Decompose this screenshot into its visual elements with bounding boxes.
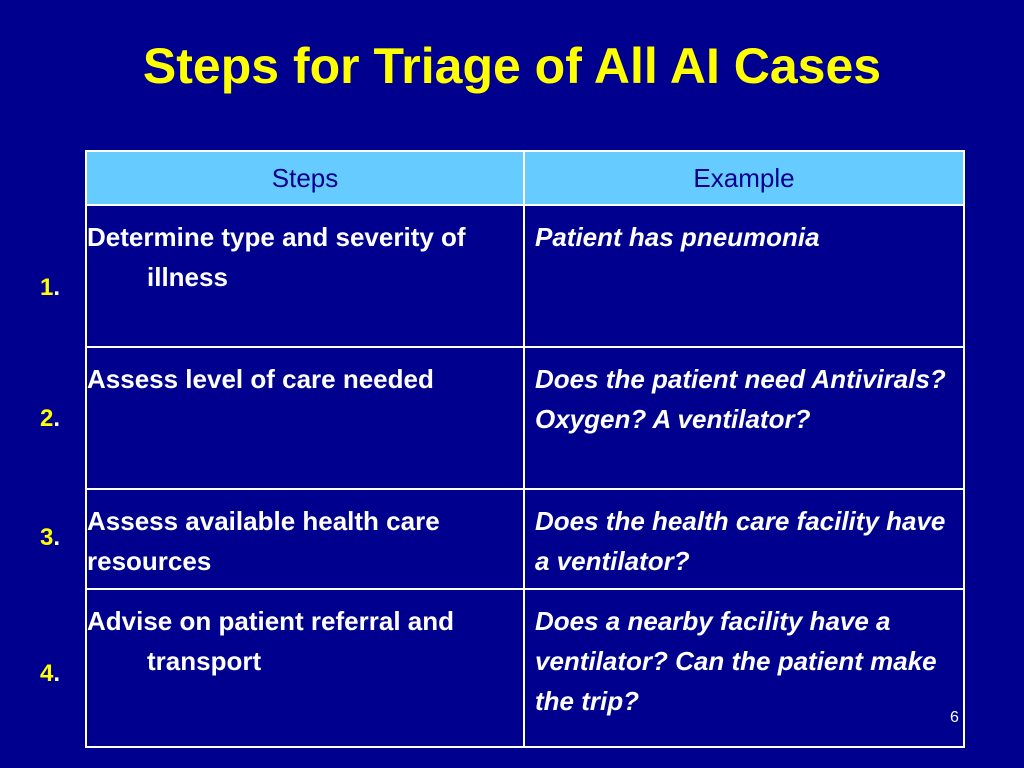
step-number-4: 4. bbox=[40, 660, 61, 687]
step-number-2: 2. bbox=[40, 405, 61, 432]
table-row: Assess available health care resources D… bbox=[87, 490, 963, 590]
step-cell: Assess available health care resources bbox=[87, 490, 525, 588]
step-number-1: 1. bbox=[40, 274, 61, 301]
header-example: Example bbox=[693, 163, 795, 193]
slide-number: 6 bbox=[950, 709, 959, 726]
example-cell: Does the patient need Antivirals? Oxygen… bbox=[535, 364, 946, 434]
triage-steps-table: Steps Example Determine type and severit… bbox=[85, 150, 965, 748]
table-row: Assess level of care needed Does the pat… bbox=[87, 348, 963, 490]
step-number-3: 3. bbox=[40, 524, 61, 551]
example-cell: Does a nearby facility have a ventilator… bbox=[535, 606, 937, 716]
table-row: Determine type and severity of illness P… bbox=[87, 206, 963, 348]
step-cell: Advise on patient referral and transport bbox=[87, 590, 525, 746]
table-header-row: Steps Example bbox=[87, 152, 963, 206]
example-cell: Does the health care facility have a ven… bbox=[535, 506, 946, 576]
step-cell: Assess level of care needed bbox=[87, 348, 525, 488]
example-cell: Patient has pneumonia bbox=[535, 222, 820, 252]
step-cell: Determine type and severity of illness bbox=[87, 206, 525, 346]
table-row: Advise on patient referral and transport… bbox=[87, 590, 963, 746]
slide-title: Steps for Triage of All AI Cases bbox=[142, 38, 882, 94]
header-steps: Steps bbox=[87, 152, 525, 204]
